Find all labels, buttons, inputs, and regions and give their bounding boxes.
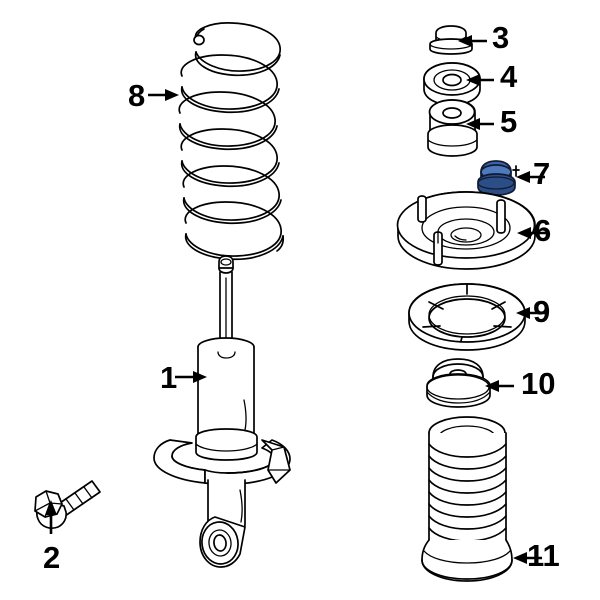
callout-label-7[interactable]: 7: [533, 156, 551, 191]
part-strut-mount-plate[interactable]: [396, 191, 536, 270]
callout-label-1[interactable]: 1: [160, 360, 178, 395]
part-upper-insulator-bushing[interactable]: [427, 99, 478, 157]
callout-label-6[interactable]: 6: [534, 213, 552, 248]
callout-label-3[interactable]: 3: [492, 20, 510, 55]
callout-label-2[interactable]: 2: [43, 540, 61, 575]
callout-label-8[interactable]: 8: [128, 78, 146, 113]
part-strut-rod-nut[interactable]: [429, 25, 473, 55]
callout-label-10[interactable]: 10: [521, 366, 556, 401]
part-coil-spring[interactable]: [178, 22, 285, 261]
part-strut-shock-absorber[interactable]: [153, 255, 291, 568]
part-spring-seat-bearing[interactable]: [408, 283, 526, 351]
part-mounting-bolt[interactable]: [34, 480, 101, 529]
leader-lines: [45, 35, 546, 564]
callout-label-11[interactable]: 11: [527, 538, 560, 573]
callout-label-9[interactable]: 9: [533, 294, 551, 329]
callout-label-5[interactable]: 5: [500, 104, 518, 139]
part-washer[interactable]: [423, 62, 481, 106]
part-dust-boot[interactable]: [421, 416, 513, 582]
callout-label-4[interactable]: 4: [500, 59, 518, 94]
part-bump-stop[interactable]: [426, 358, 491, 408]
part-rubber-stopper-bumper[interactable]: [477, 160, 520, 196]
